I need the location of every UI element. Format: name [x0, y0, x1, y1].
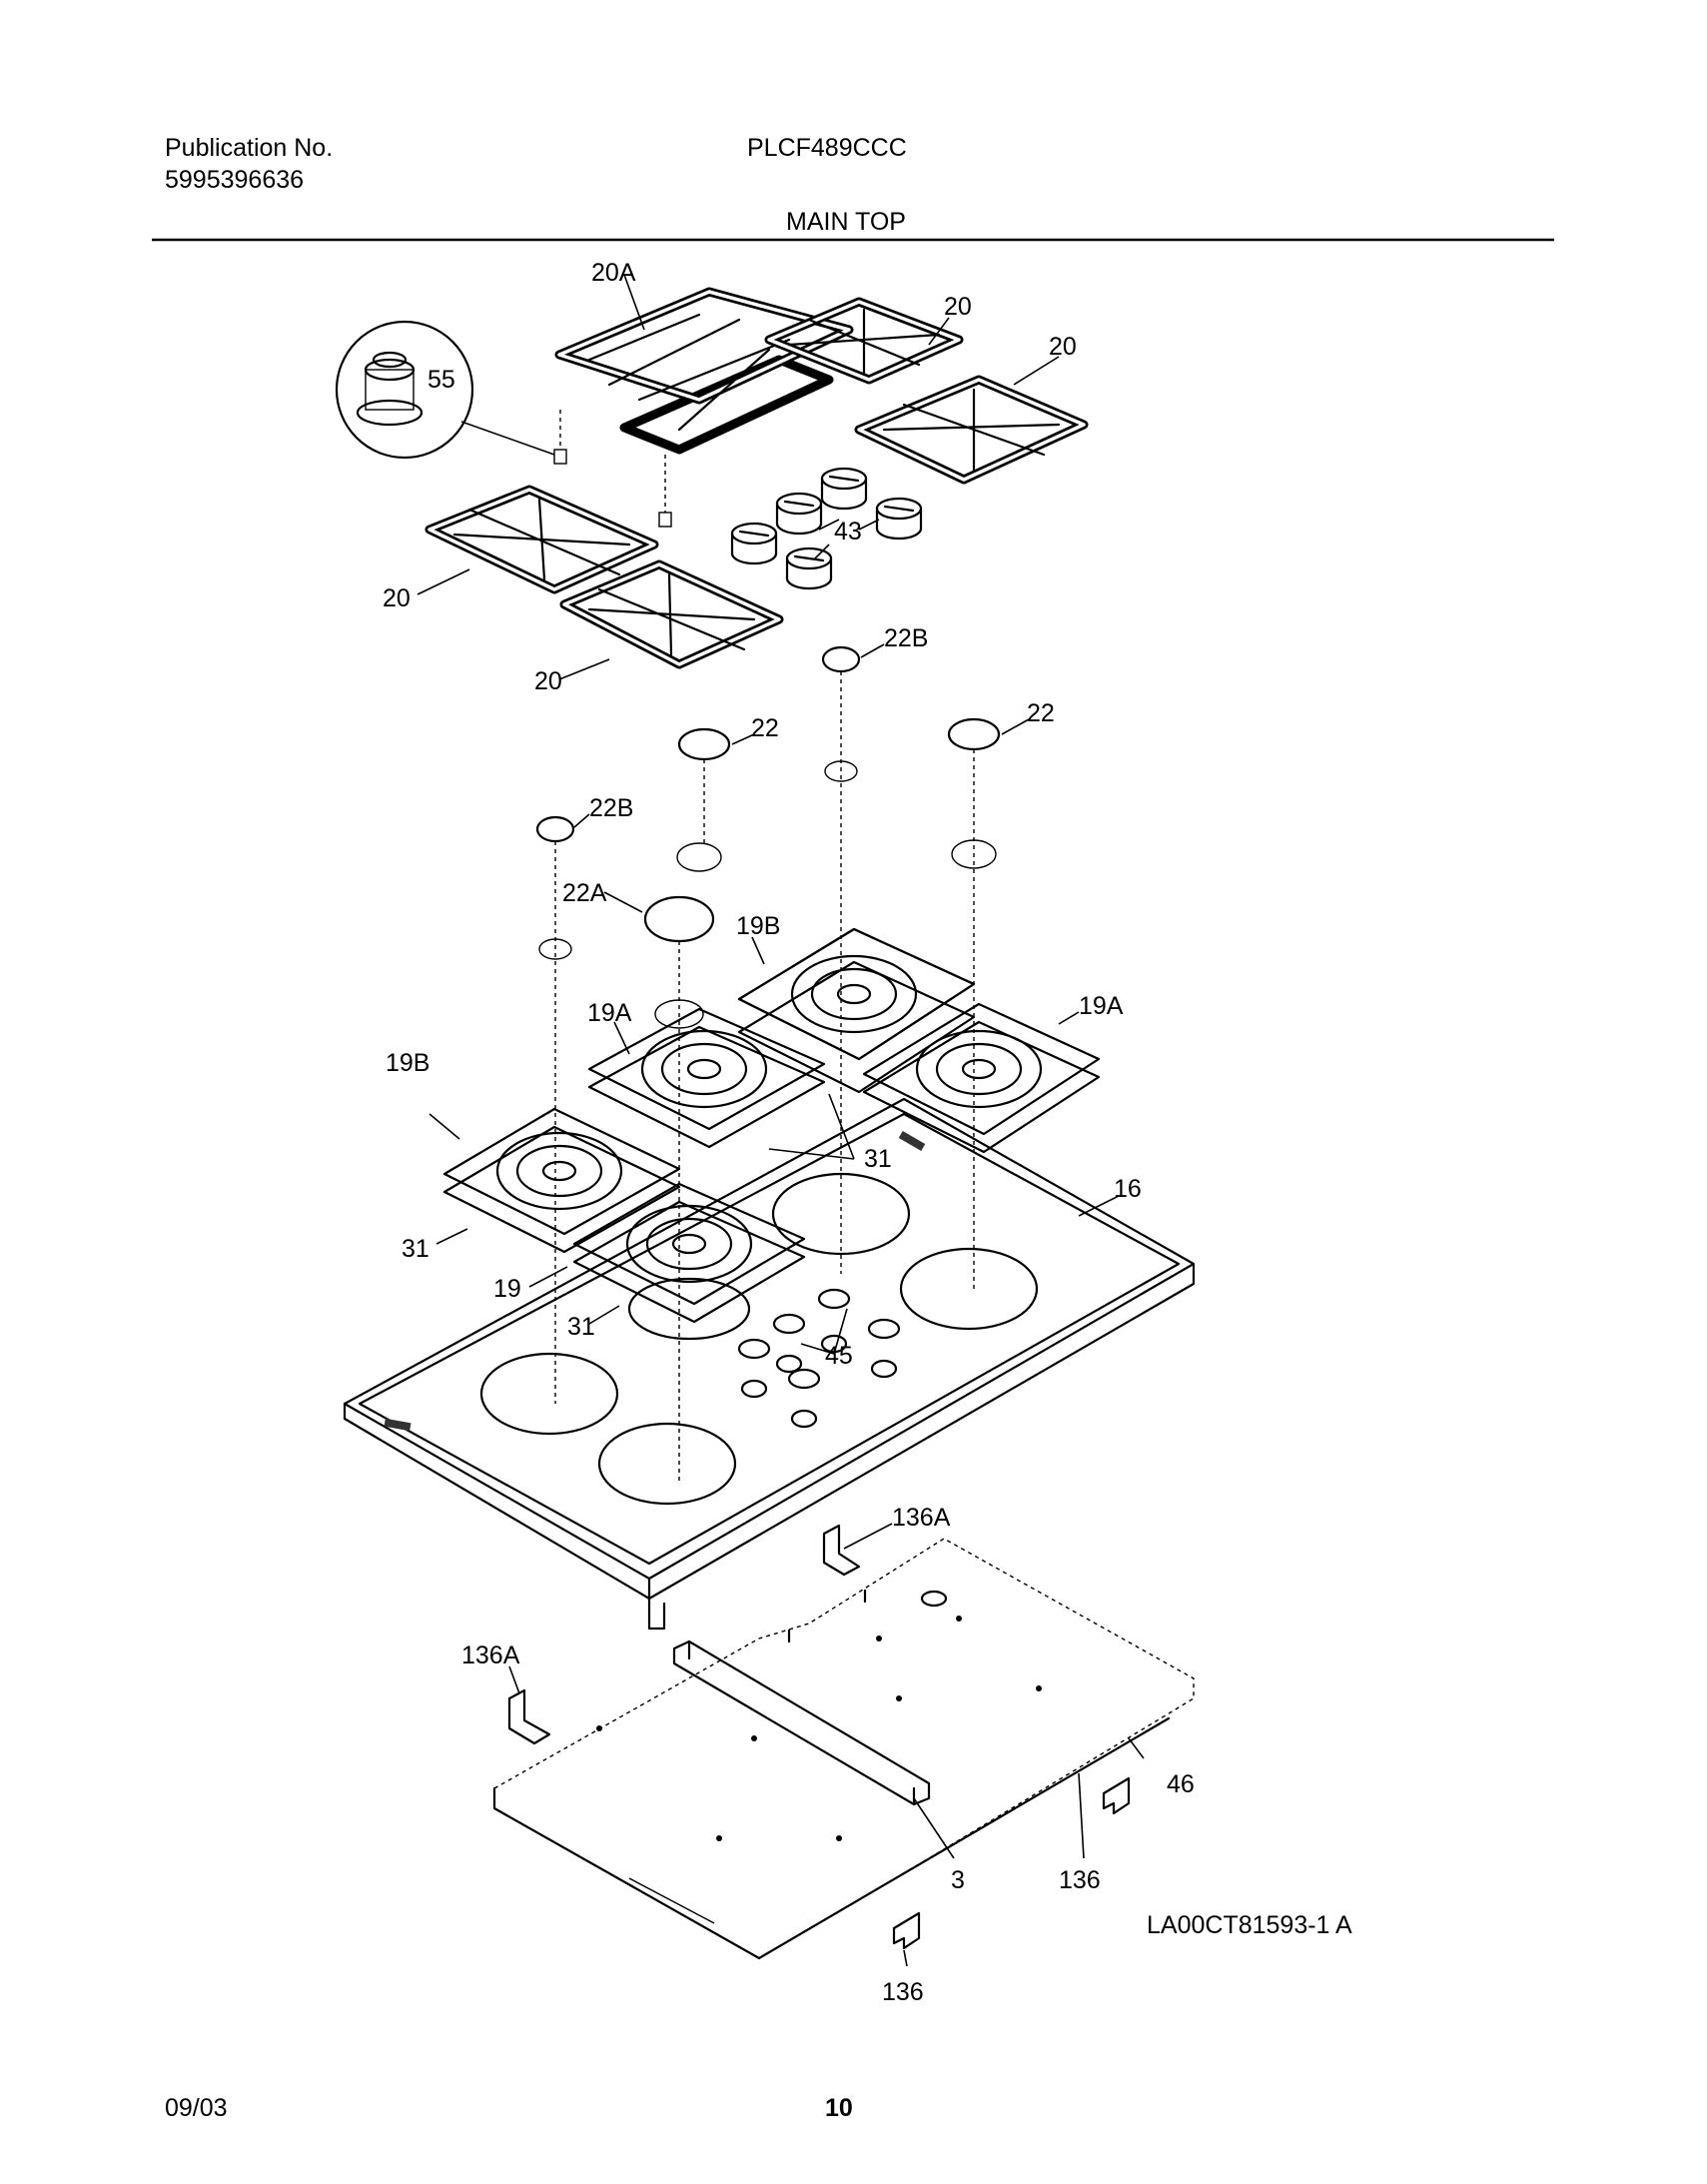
bracket-136-right [1102, 1776, 1131, 1815]
burner-base-19a-right [862, 1002, 1101, 1154]
callout-19a-right: 19A [1079, 992, 1124, 1020]
callout-19b-left: 19B [386, 1049, 429, 1077]
burner-base-19b-left [442, 1107, 681, 1254]
callout-55: 55 [427, 366, 455, 394]
grate-20a [554, 287, 854, 455]
leader-lines [417, 274, 1145, 1967]
bracket-136a-left [507, 1688, 551, 1745]
callout-22b-rear: 22B [884, 624, 928, 652]
publication-label: Publication No. [165, 134, 334, 162]
callout-136a-left: 136A [461, 1641, 520, 1669]
callout-19b-rear: 19B [736, 912, 780, 940]
callout-3: 3 [951, 1866, 965, 1894]
callout-31-center: 31 [864, 1145, 892, 1173]
main-top-16 [343, 1097, 1196, 1631]
drawing-id: LA00CT81593-1 A [1147, 1911, 1352, 1939]
callout-22a: 22A [562, 879, 607, 907]
rubber-bumper-inset-55 [335, 320, 555, 460]
callout-22-center: 22 [751, 714, 779, 742]
callout-46: 46 [1167, 1770, 1195, 1798]
burner-base-19-front [572, 1182, 806, 1324]
callout-136-bottom: 136 [882, 1978, 924, 2006]
grate-20-rear-right [854, 375, 1089, 485]
footer-date: 09/03 [165, 2094, 228, 2122]
callout-20-d: 20 [534, 667, 562, 695]
grate-pins [553, 410, 672, 528]
callout-19a-center: 19A [587, 999, 632, 1027]
burner-caps-and-heads [535, 645, 1001, 1484]
callout-20-c: 20 [383, 584, 411, 612]
bottom-pan-46 [492, 1538, 1195, 1960]
callout-20a: 20A [591, 259, 636, 287]
callout-20-b: 20 [1049, 333, 1077, 361]
section-title: MAIN TOP [786, 208, 906, 236]
callout-31-left: 31 [402, 1235, 429, 1263]
callout-22-right: 22 [1027, 699, 1055, 727]
callout-labels: 55 20A 20 20 20 20 43 22B 22 22 22B 22A … [383, 259, 1352, 2006]
callout-19: 19 [493, 1275, 521, 1303]
callout-22b-left: 22B [589, 794, 633, 822]
callout-136a-upper: 136A [892, 1504, 951, 1532]
grate-20-rear-center [764, 297, 964, 385]
model-number: PLCF489CCC [747, 134, 907, 162]
callout-31-front: 31 [567, 1313, 595, 1341]
burner-base-19a-center [587, 1007, 826, 1149]
callout-20-a: 20 [944, 293, 972, 321]
callout-45: 45 [825, 1342, 853, 1370]
callout-16: 16 [1114, 1175, 1142, 1203]
callout-136-right: 136 [1059, 1866, 1101, 1894]
publication-number: 5995396636 [165, 166, 305, 194]
grate-20-front-center [559, 559, 784, 669]
page-number: 10 [825, 2094, 853, 2122]
control-knobs-43 [730, 467, 923, 590]
bracket-136-bottom [892, 1911, 921, 1950]
bracket-136a-upper [822, 1524, 861, 1577]
burner-base-19b-rear [737, 927, 976, 1094]
grate-20-front-left [425, 485, 659, 594]
callout-43: 43 [834, 518, 862, 546]
